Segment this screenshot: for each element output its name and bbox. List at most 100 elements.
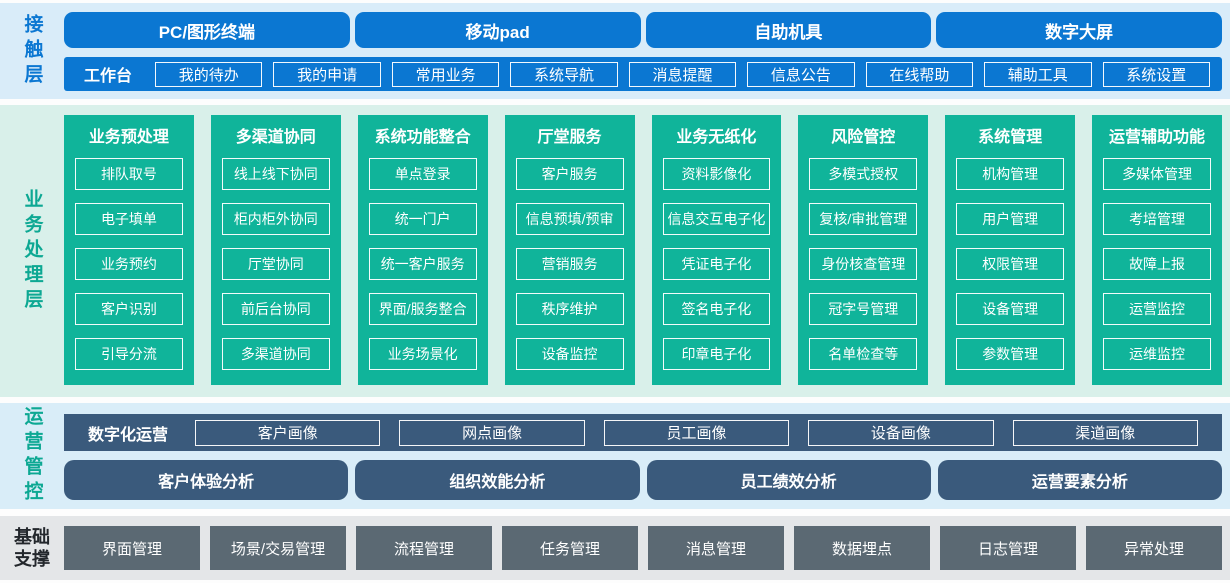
- module-box: 名单检查等: [809, 338, 918, 370]
- terminal-row: PC/图形终端 移动pad 自助机具 数字大屏: [64, 12, 1222, 48]
- module-box: 统一客户服务: [368, 248, 477, 280]
- module-box: 身份核查管理: [809, 248, 918, 280]
- module-box: 排队取号: [75, 158, 183, 190]
- module-box: 多模式授权: [809, 158, 918, 190]
- foundation-scenario-transaction: 场景/交易管理: [210, 526, 346, 570]
- module-box: 凭证电子化: [662, 248, 771, 280]
- business-column-system-management: 系统管理 机构管理 用户管理 权限管理 设备管理 参数管理: [945, 115, 1076, 385]
- workbench-item-system-settings: 系统设置: [1102, 61, 1210, 87]
- foundation-row: 界面管理 场景/交易管理 流程管理 任务管理 消息管理 数据埋点 日志管理 异常…: [64, 526, 1230, 570]
- profile-box-employee: 员工画像: [603, 419, 790, 446]
- module-box: 运营监控: [1103, 293, 1211, 325]
- module-box: 信息交互电子化: [662, 203, 771, 235]
- column-title: 厅堂服务: [537, 129, 602, 146]
- analysis-organization-efficiency: 组织效能分析: [355, 460, 640, 500]
- column-title: 系统功能整合: [374, 129, 471, 146]
- module-box: 界面/服务整合: [368, 293, 477, 325]
- profile-box-branch: 网点画像: [399, 419, 585, 446]
- workbench-item-my-todo: 我的待办: [155, 61, 263, 87]
- module-box: 业务场景化: [368, 338, 477, 370]
- module-box: 秩序维护: [515, 293, 624, 325]
- foundation-ui-management: 界面管理: [64, 526, 200, 570]
- module-box: 机构管理: [956, 158, 1065, 190]
- business-column-risk-control: 风险管控 多模式授权 复核/审批管理 身份核查管理 冠字号管理 名单检查等: [798, 115, 929, 385]
- foundation-exception-handling: 异常处理: [1086, 526, 1222, 570]
- module-box: 信息预填/预审: [515, 203, 624, 235]
- module-box: 印章电子化: [662, 338, 771, 370]
- foundation-layer-label: 基础支撑: [14, 526, 50, 570]
- workbench-bar: 工作台 我的待办 我的申请 常用业务 系统导航 消息提醒 信息公告 在线帮助 辅…: [64, 57, 1222, 91]
- workbench-item-message-alerts: 消息提醒: [628, 61, 737, 87]
- contact-layer-band: 接触层 PC/图形终端 移动pad 自助机具 数字大屏 工作台 我的待办 我的申…: [0, 3, 1230, 99]
- terminal-self-service: 自助机具: [645, 12, 932, 48]
- module-box: 厅堂协同: [221, 248, 330, 280]
- foundation-process-management: 流程管理: [356, 526, 492, 570]
- digital-operations-label: 数字化运营: [88, 426, 169, 444]
- module-box: 线上线下协同: [221, 158, 330, 190]
- foundation-task-management: 任务管理: [502, 526, 638, 570]
- module-box: 运维监控: [1103, 338, 1211, 370]
- analysis-row: 客户体验分析 组织效能分析 员工绩效分析 运营要素分析: [64, 460, 1222, 500]
- foundation-layer-band: 基础支撑 界面管理 场景/交易管理 流程管理 任务管理 消息管理 数据埋点 日志…: [0, 516, 1230, 580]
- business-layer-band: 业务处理层 业务预处理 排队取号 电子填单 业务预约 客户识别 引导分流 多渠道…: [0, 105, 1230, 397]
- workbench-item-my-applications: 我的申请: [273, 61, 381, 87]
- module-box: 故障上报: [1103, 248, 1211, 280]
- column-title: 业务无纸化: [676, 129, 757, 146]
- module-box: 冠字号管理: [809, 293, 918, 325]
- business-column-lobby-service: 厅堂服务 客户服务 信息预填/预审 营销服务 秩序维护 设备监控: [504, 115, 635, 385]
- terminal-mobile-pad: 移动pad: [354, 12, 641, 48]
- digital-operations-bar: 数字化运营 客户画像 网点画像 员工画像 设备画像 渠道画像: [64, 414, 1222, 451]
- foundation-data-tracking: 数据埋点: [794, 526, 930, 570]
- module-box: 客户识别: [75, 293, 183, 325]
- module-box: 营销服务: [515, 248, 624, 280]
- module-box: 引导分流: [75, 338, 183, 370]
- operations-layer-band: 运营管控 数字化运营 客户画像 网点画像 员工画像 设备画像 渠道画像 客户体验…: [0, 403, 1230, 509]
- workbench-item-system-navigation: 系统导航: [510, 61, 618, 87]
- workbench-item-auxiliary-tools: 辅助工具: [984, 61, 1092, 87]
- module-box: 前后台协同: [221, 293, 330, 325]
- contact-layer-label: 接触层: [21, 13, 43, 89]
- business-columns: 业务预处理 排队取号 电子填单 业务预约 客户识别 引导分流 多渠道协同 线上线…: [64, 115, 1222, 385]
- workbench-label: 工作台: [84, 68, 133, 85]
- module-box: 资料影像化: [662, 158, 771, 190]
- module-box: 权限管理: [956, 248, 1065, 280]
- module-box: 多媒体管理: [1103, 158, 1211, 190]
- business-column-multichannel: 多渠道协同 线上线下协同 柜内柜外协同 厅堂协同 前后台协同 多渠道协同: [210, 115, 341, 385]
- module-box: 设备管理: [956, 293, 1065, 325]
- module-box: 业务预约: [75, 248, 183, 280]
- module-box: 复核/审批管理: [809, 203, 918, 235]
- module-box: 客户服务: [515, 158, 624, 190]
- business-column-paperless: 业务无纸化 资料影像化 信息交互电子化 凭证电子化 签名电子化 印章电子化: [651, 115, 782, 385]
- module-box: 参数管理: [956, 338, 1065, 370]
- business-column-ops-auxiliary: 运营辅助功能 多媒体管理 考培管理 故障上报 运营监控 运维监控: [1092, 115, 1222, 385]
- module-box: 用户管理: [956, 203, 1065, 235]
- workbench-item-online-help: 在线帮助: [865, 61, 974, 87]
- module-box: 设备监控: [515, 338, 624, 370]
- workbench-item-common-business: 常用业务: [391, 61, 500, 87]
- business-column-preprocessing: 业务预处理 排队取号 电子填单 业务预约 客户识别 引导分流: [64, 115, 194, 385]
- module-box: 考培管理: [1103, 203, 1211, 235]
- operations-layer-label: 运营管控: [21, 406, 43, 506]
- module-box: 多渠道协同: [221, 338, 330, 370]
- column-title: 多渠道协同: [235, 129, 316, 146]
- module-box: 电子填单: [75, 203, 183, 235]
- analysis-operation-elements: 运营要素分析: [937, 460, 1222, 500]
- profile-box-channel: 渠道画像: [1012, 419, 1198, 446]
- column-title: 运营辅助功能: [1109, 129, 1206, 146]
- business-layer-label: 业务处理层: [21, 188, 43, 314]
- foundation-log-management: 日志管理: [940, 526, 1076, 570]
- module-box: 签名电子化: [662, 293, 771, 325]
- analysis-customer-experience: 客户体验分析: [64, 460, 349, 500]
- profile-box-device: 设备画像: [808, 419, 994, 446]
- module-box: 单点登录: [368, 158, 477, 190]
- workbench-item-announcements: 信息公告: [747, 61, 855, 87]
- column-title: 风险管控: [831, 129, 896, 146]
- column-title: 系统管理: [978, 129, 1043, 146]
- foundation-message-management: 消息管理: [648, 526, 784, 570]
- terminal-pc-graphic: PC/图形终端: [64, 12, 350, 48]
- terminal-digital-screen: 数字大屏: [936, 12, 1222, 48]
- module-box: 柜内柜外协同: [221, 203, 330, 235]
- column-title: 业务预处理: [88, 129, 169, 146]
- business-column-system-integration: 系统功能整合 单点登录 统一门户 统一客户服务 界面/服务整合 业务场景化: [357, 115, 488, 385]
